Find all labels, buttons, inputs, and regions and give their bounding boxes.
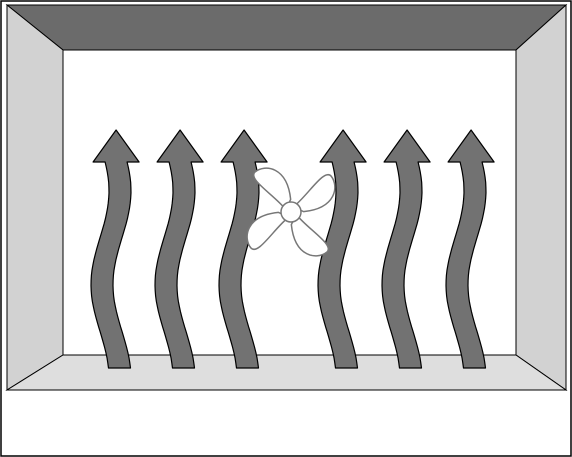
heat-arrow-4 xyxy=(317,129,367,369)
oven-right-wall xyxy=(515,3,567,391)
heat-arrow-3 xyxy=(218,129,268,369)
oven-left-wall xyxy=(6,3,64,391)
heat-arrow-1 xyxy=(90,129,140,369)
heat-arrows xyxy=(90,129,495,369)
heat-arrow-6 xyxy=(445,129,495,369)
oven-ceiling xyxy=(5,4,568,51)
convection-fan xyxy=(246,167,336,257)
fan-blade xyxy=(252,167,292,212)
heat-arrow-2 xyxy=(154,129,204,369)
fan-hub xyxy=(280,201,302,223)
fan-blade xyxy=(246,211,291,251)
fan-blade xyxy=(290,212,330,257)
fan-blade xyxy=(291,173,336,213)
fan-icon xyxy=(246,167,336,257)
heat-arrow-5 xyxy=(381,129,431,369)
